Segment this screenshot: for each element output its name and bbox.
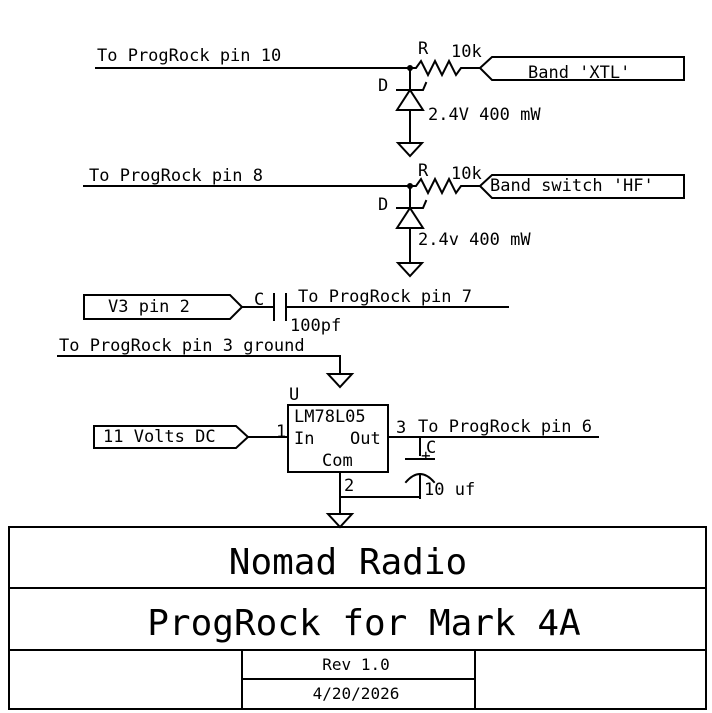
resistor-r2: [409, 176, 481, 196]
circuit-pin8: To ProgRock pin 8 R 10k Band switch 'HF'…: [83, 161, 685, 278]
circuit-pin7: V3 pin 2 C To ProgRock pin 7 100pf: [83, 287, 509, 336]
ground-symbol-3: [325, 373, 355, 389]
port-band-hf: [478, 174, 685, 199]
ground-symbol-1: [395, 142, 425, 158]
revision: Rev 1.0: [322, 655, 389, 674]
diode2-cathode: [396, 199, 428, 209]
u1-part: LM78L05: [294, 407, 366, 427]
company-name: Nomad Radio: [229, 542, 467, 583]
date: 4/20/2026: [313, 684, 400, 703]
diode1-cathode: [396, 81, 428, 91]
c2-polarity: +: [421, 446, 431, 465]
port-label-band-hf: Band switch 'HF': [490, 176, 654, 196]
u1-pin-com: Com: [322, 451, 353, 471]
circuit-regulator: 11 Volts DC U LM78L05 In Out Com 1 3 2 T…: [93, 385, 599, 529]
r1-value: 10k: [451, 42, 482, 62]
r1-ref: R: [418, 39, 429, 59]
diode1-body: [395, 88, 425, 111]
c1-ref: C: [254, 290, 264, 310]
port-v3: [83, 294, 244, 320]
u1-pin-num-com: 2: [344, 476, 354, 496]
r2-value: 10k: [451, 164, 482, 184]
net-label-pin3: To ProgRock pin 3 ground: [59, 336, 305, 356]
project-title: ProgRock for Mark 4A: [147, 603, 581, 644]
ground-symbol-2: [395, 262, 425, 278]
diode2-body: [395, 206, 425, 229]
c2-ref: C: [426, 438, 436, 458]
d2-value: 2.4v 400 mW: [418, 230, 531, 250]
port-label-supply: 11 Volts DC: [103, 427, 216, 447]
u1-pin-num-out: 3: [396, 418, 406, 438]
u1-pin-out: Out: [350, 429, 381, 449]
c2-value: 10 uf: [424, 480, 475, 500]
net-label-pin8: To ProgRock pin 8: [89, 166, 263, 186]
circuit-pin10: To ProgRock pin 10 R 10k Band 'XTL' D 2.…: [95, 39, 685, 158]
port-supply: [93, 425, 250, 449]
net-label-pin10: To ProgRock pin 10: [97, 46, 281, 66]
port-label-v3: V3 pin 2: [108, 297, 190, 317]
r2-ref: R: [418, 161, 429, 181]
net-label-pin6: To ProgRock pin 6: [418, 417, 592, 437]
port-band-xtl: [478, 56, 685, 81]
resistor-r1: [409, 58, 481, 78]
port-label-band-xtl: Band 'XTL': [528, 63, 630, 83]
title-block: Nomad Radio ProgRock for Mark 4A Rev 1.0…: [8, 526, 707, 710]
u1-ref: U: [289, 385, 299, 405]
ground-symbol-4: [325, 513, 355, 529]
d2-ref: D: [378, 195, 388, 215]
d1-value: 2.4V 400 mW: [428, 105, 541, 125]
circuit-pin3-ground: To ProgRock pin 3 ground: [57, 336, 355, 389]
u1-pin-num-in: 1: [276, 422, 286, 442]
d1-ref: D: [378, 76, 388, 96]
title-block-border: [8, 526, 707, 710]
net-label-pin7: To ProgRock pin 7: [298, 287, 472, 307]
regulator-u1: [287, 404, 389, 473]
u1-pin-in: In: [294, 429, 314, 449]
c1-value: 100pf: [290, 316, 341, 336]
